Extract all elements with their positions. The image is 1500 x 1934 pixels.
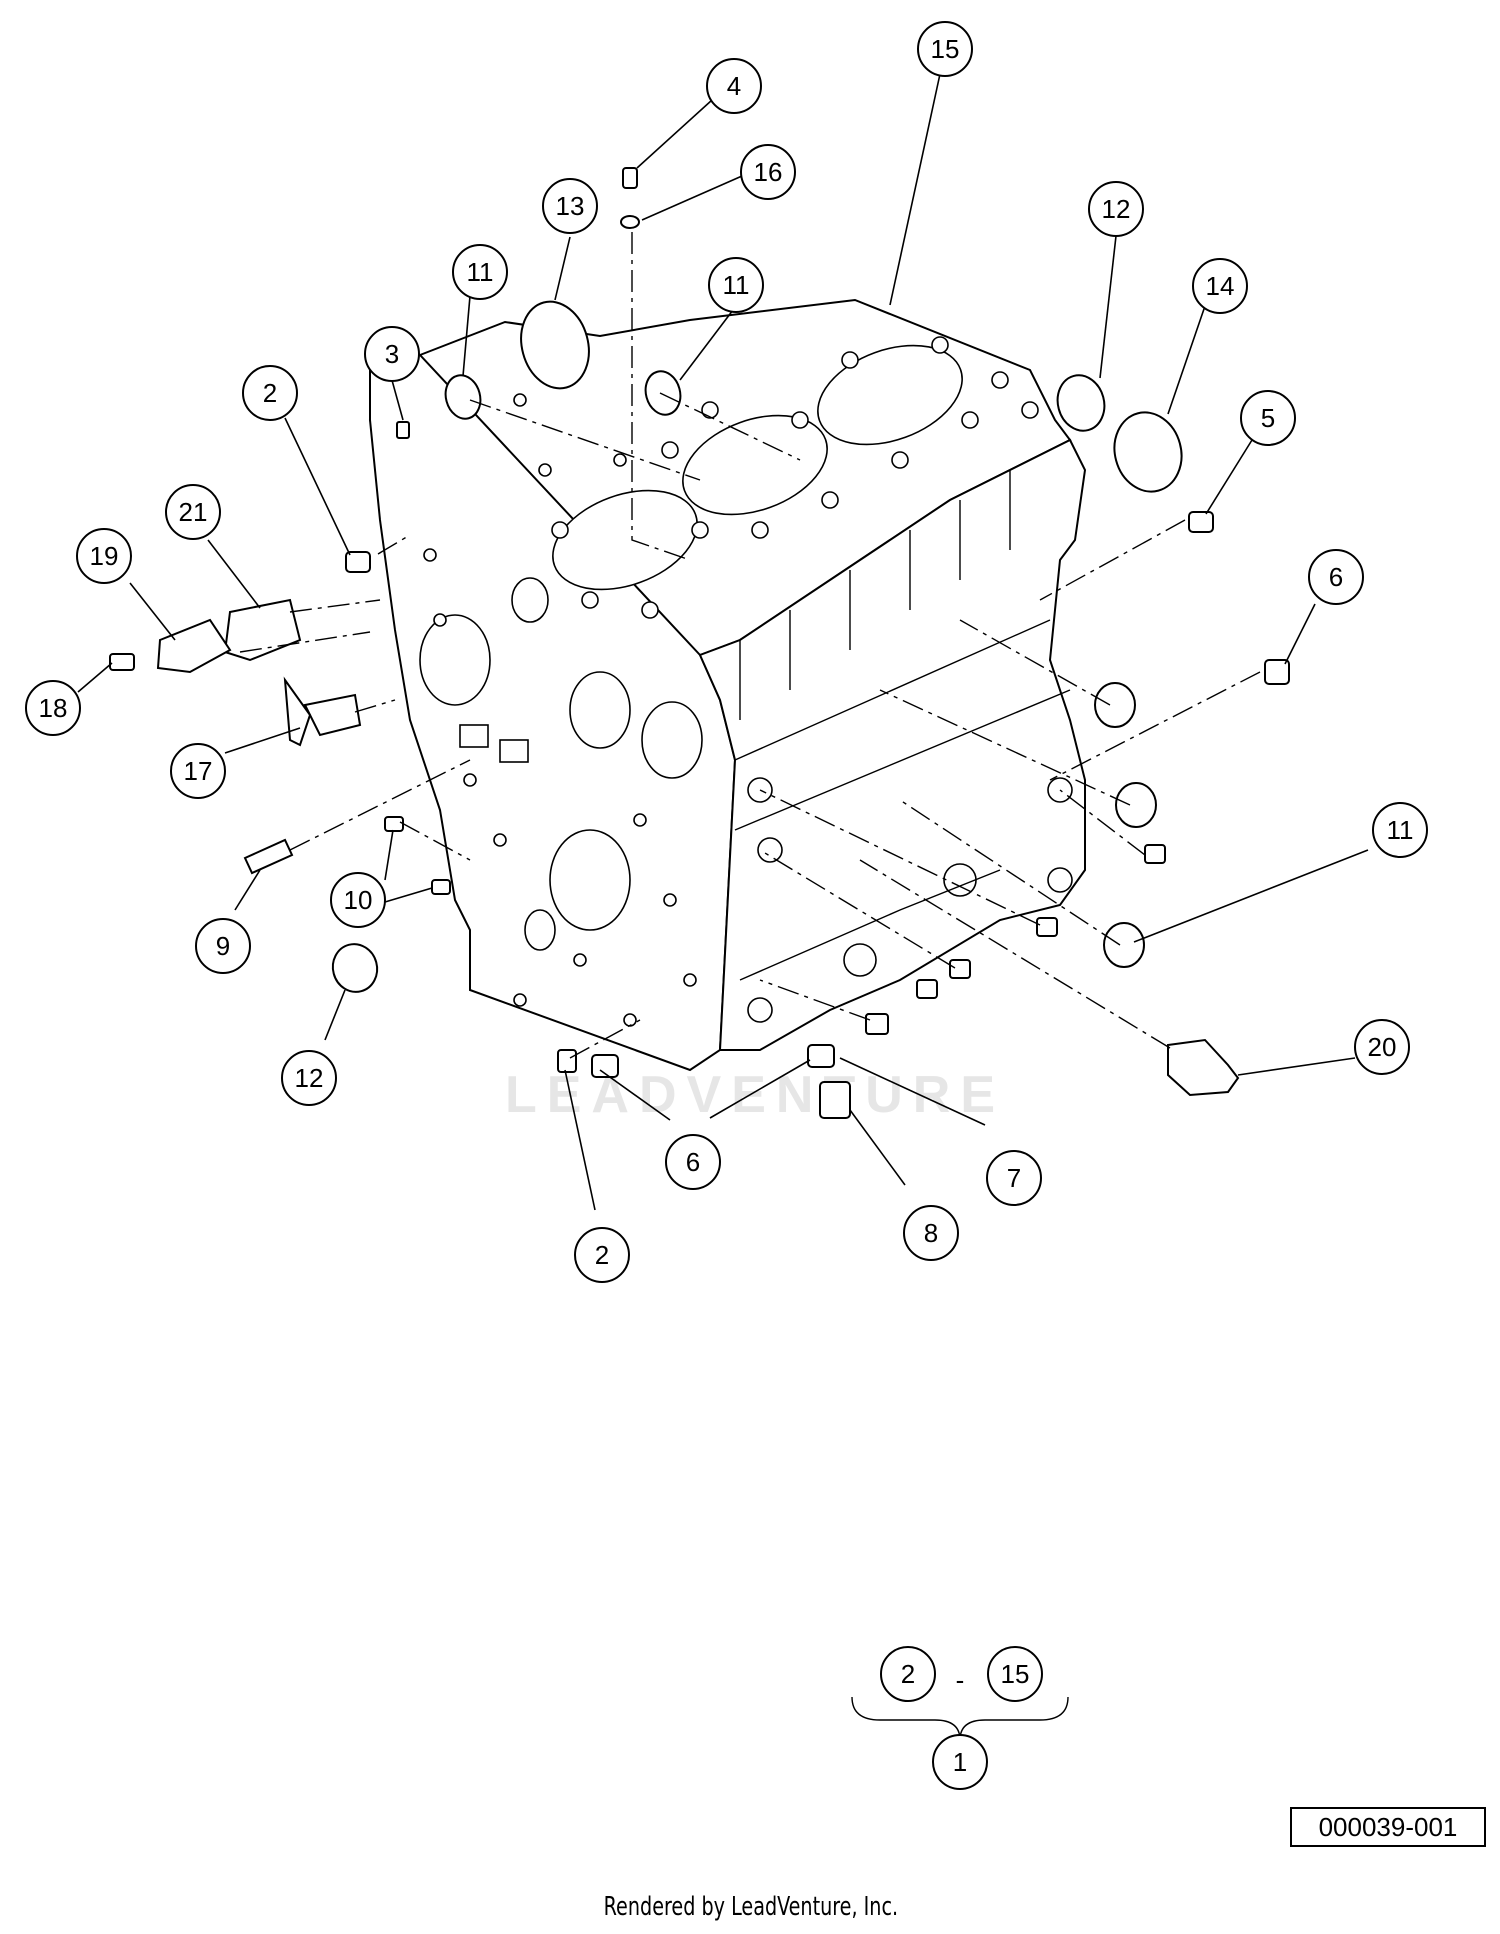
svg-text:8: 8 — [924, 1218, 938, 1248]
svg-text:16: 16 — [754, 157, 783, 187]
svg-text:17: 17 — [184, 756, 213, 786]
callout-3: 3 — [364, 326, 420, 382]
svg-text:11: 11 — [467, 257, 494, 287]
callout-2-bottom: 2 — [574, 1227, 630, 1283]
svg-text:13: 13 — [556, 191, 585, 221]
callout-19: 19 — [76, 528, 132, 584]
legend-separator: - — [956, 1665, 965, 1695]
svg-text:15: 15 — [1001, 1659, 1030, 1689]
svg-text:2: 2 — [595, 1240, 609, 1270]
svg-text:11: 11 — [1387, 815, 1414, 845]
callout-6-right: 6 — [1308, 549, 1364, 605]
svg-text:1: 1 — [953, 1747, 967, 1777]
assembly-legend: 2 - 15 1 — [851, 1646, 1069, 1790]
svg-text:12: 12 — [1102, 194, 1131, 224]
svg-text:6: 6 — [1329, 562, 1343, 592]
callout-13: 13 — [542, 178, 598, 234]
watermark: LEADVENTURE — [505, 1066, 1005, 1124]
callout-20: 20 — [1354, 1019, 1410, 1075]
callout-14: 14 — [1192, 258, 1248, 314]
legend-brace — [851, 1696, 1069, 1741]
svg-text:18: 18 — [39, 693, 68, 723]
callout-6-bottom: 6 — [665, 1134, 721, 1190]
diagram-code-box: 000039-001 — [1290, 1807, 1486, 1847]
callout-11-top-mid: 11 — [708, 257, 764, 313]
svg-text:3: 3 — [385, 339, 399, 369]
svg-text:2: 2 — [263, 378, 277, 408]
leader-lines — [77, 73, 1369, 1211]
callout-9: 9 — [195, 918, 251, 974]
callout-18: 18 — [25, 680, 81, 736]
svg-text:14: 14 — [1206, 271, 1235, 301]
callout-12-top: 12 — [1088, 181, 1144, 237]
front-face-holes — [419, 548, 703, 1027]
svg-text:9: 9 — [216, 931, 230, 961]
callout-15: 15 — [917, 21, 973, 77]
callout-11-right: 11 — [1372, 802, 1428, 858]
svg-text:19: 19 — [90, 541, 119, 571]
alignment-lines — [239, 232, 1261, 1059]
callout-16: 16 — [740, 144, 796, 200]
svg-text:15: 15 — [931, 34, 960, 64]
svg-text:5: 5 — [1261, 403, 1275, 433]
callout-2-top: 2 — [242, 365, 298, 421]
callout-17: 17 — [170, 743, 226, 799]
engine-block — [368, 298, 1087, 1072]
footer-credit: Rendered by LeadVenture, Inc. — [603, 1892, 899, 1922]
callout-12-left: 12 — [281, 1050, 337, 1106]
callout-7: 7 — [986, 1150, 1042, 1206]
svg-text:10: 10 — [344, 885, 373, 915]
svg-text:6: 6 — [686, 1147, 700, 1177]
svg-text:4: 4 — [727, 71, 741, 101]
svg-text:20: 20 — [1368, 1032, 1397, 1062]
legend-range-start: 2 — [880, 1646, 936, 1702]
side-face-details — [734, 470, 1073, 1023]
callout-8: 8 — [903, 1205, 959, 1261]
svg-text:7: 7 — [1007, 1163, 1021, 1193]
legend-range-end: 15 — [987, 1646, 1043, 1702]
callout-4: 4 — [706, 58, 762, 114]
svg-text:21: 21 — [179, 497, 208, 527]
svg-text:12: 12 — [295, 1063, 324, 1093]
legend-assembly: 1 — [932, 1734, 988, 1790]
svg-text:2: 2 — [901, 1659, 915, 1689]
deck-holes — [513, 336, 1039, 619]
svg-text:11: 11 — [723, 270, 750, 300]
callout-21: 21 — [165, 484, 221, 540]
callout-11-top-left: 11 — [452, 244, 508, 300]
callout-5: 5 — [1240, 390, 1296, 446]
callout-10: 10 — [330, 872, 386, 928]
